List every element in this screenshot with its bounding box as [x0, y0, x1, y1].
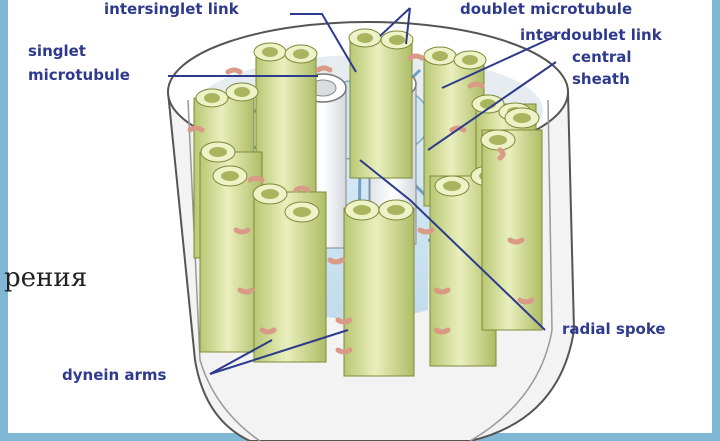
background-slide-text: рения — [4, 263, 87, 293]
label-singlet-line1: singlet — [28, 42, 86, 60]
label-doublet-microtubule: doublet microtubule — [460, 0, 632, 18]
label-dynein-arms: dynein arms — [62, 366, 167, 384]
label-central-sheath-line1: central — [572, 48, 632, 66]
label-interdoublet-link: interdoublet link — [520, 26, 663, 44]
label-radial-spoke: radial spoke — [562, 320, 666, 338]
label-intersinglet-link: intersinglet link — [104, 0, 240, 18]
label-singlet-line2: microtubule — [28, 66, 130, 84]
label-central-sheath-line2: sheath — [572, 70, 630, 88]
